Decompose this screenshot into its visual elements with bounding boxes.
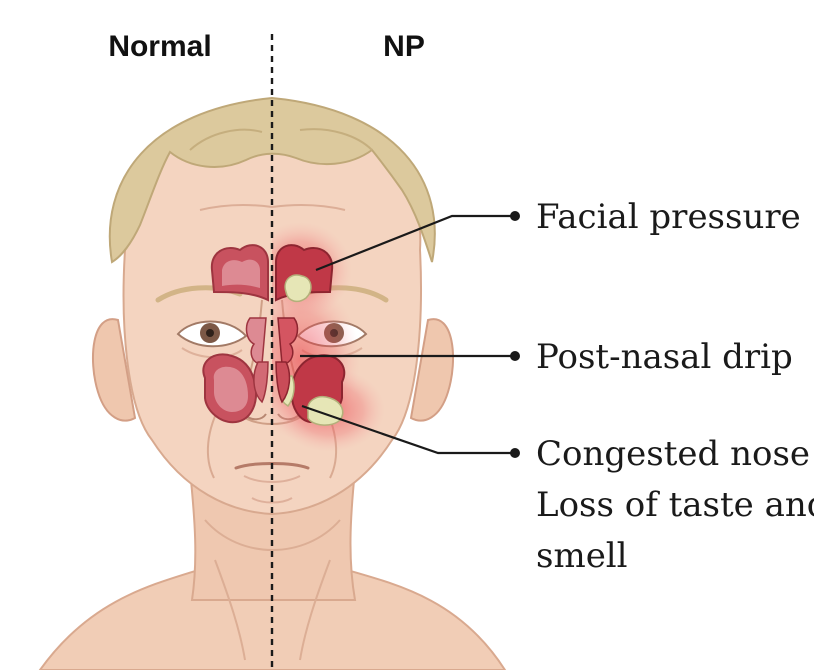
callout-label-congested-nose: Congested nose	[536, 434, 810, 474]
callout-label-smell: smell	[536, 536, 628, 576]
polyp-frontal	[285, 275, 311, 301]
leader-dot	[510, 211, 520, 221]
leader-dot	[510, 351, 520, 361]
callout-label-loss-of-taste: Loss of taste and	[536, 485, 814, 525]
callout-label-facial-pressure: Facial pressure	[536, 197, 801, 237]
callout-label-post-nasal-drip: Post-nasal drip	[536, 337, 793, 377]
callout-congested-nose: Congested nose Loss of taste and smell	[302, 406, 814, 576]
heading-np: NP	[383, 30, 425, 63]
frontal-sinus-normal-inner	[222, 260, 260, 288]
heading-normal: Normal	[108, 30, 211, 63]
leader-dot	[510, 448, 520, 458]
